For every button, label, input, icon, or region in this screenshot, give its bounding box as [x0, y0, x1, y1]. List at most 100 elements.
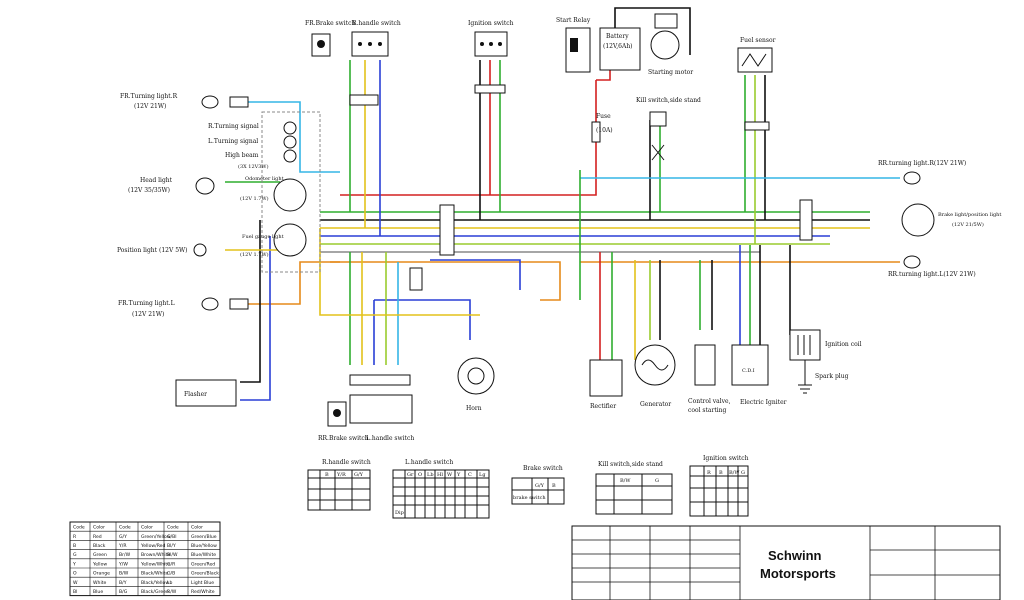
color-code-header: Color: [191, 525, 203, 531]
odometer-spec2: (12V 1.7W): [240, 195, 269, 202]
rear-connector: [799, 199, 813, 241]
color-code-cell: Black/Yellow: [141, 580, 169, 586]
color-code-cell: B/W: [119, 571, 129, 577]
rr-turning-light-r: RR.turning light.R(12V 21W): [878, 160, 966, 185]
color-code-header: Code: [119, 525, 131, 531]
position-light-label: Position light (12V 5W): [117, 247, 188, 254]
turn-connector: [409, 267, 423, 291]
color-code-cell: B/G: [119, 589, 128, 595]
wire-blue-low: [430, 259, 521, 290]
svg-text:B: B: [325, 472, 329, 478]
horn-label: Horn: [466, 405, 482, 412]
ignition-table-title: Ignition switch: [703, 455, 749, 462]
ignition-coil: Ignition coil Spark plug: [789, 329, 862, 394]
fuel-gauge: [273, 223, 307, 257]
l-handle-switch-label: L.handle switch: [366, 435, 414, 442]
brand-line-2: Motorsports: [760, 566, 836, 581]
svg-text:Hl: Hl: [437, 472, 443, 478]
ignition-table: Ignition switch R B B/W G: [689, 455, 749, 517]
color-code-cell: B: [73, 543, 76, 549]
color-code-header: Color: [93, 525, 105, 531]
wire-black-flasher: [240, 220, 261, 383]
brake-position-spec: (12V 21/5W): [952, 221, 984, 228]
brake-position-light-label: Brake light/position light: [938, 212, 1001, 218]
wire-orange-fr-l: [240, 261, 340, 305]
flasher-label: Flasher: [184, 391, 207, 398]
r-handle-switch-top: R.handle switch: [351, 20, 401, 57]
svg-text:B/W: B/W: [729, 470, 740, 476]
color-code-cell: Green/Blue: [191, 534, 217, 540]
color-code-cell: Bl/W: [167, 552, 178, 558]
color-code-cell: Yellow: [92, 561, 107, 567]
svg-text:Lg: Lg: [479, 472, 486, 478]
wire-orange-loop: [330, 261, 561, 301]
fuse-label: Fuse: [596, 113, 611, 120]
color-code-cell: G: [73, 552, 77, 558]
svg-text:brake switch: brake switch: [513, 495, 546, 501]
wire-harness: [225, 60, 900, 401]
r-handle-switch-top-label: R.handle switch: [352, 20, 401, 27]
odometer-light-label: Odometer light: [245, 176, 284, 182]
svg-text:G: G: [655, 478, 659, 484]
kill-switch-top: Kill switch,side stand: [636, 97, 701, 161]
brand-line-1: Schwinn: [768, 548, 822, 563]
color-code-cell: Green/Yellow: [141, 534, 171, 540]
l-handle-connector: [349, 374, 411, 386]
cluster-border: [261, 111, 321, 273]
control-valve: Control valve, cool starting: [688, 344, 731, 414]
color-code-cell: Red: [93, 534, 102, 540]
kill-switch-body: [649, 111, 667, 127]
color-code-cell: R/W: [167, 589, 177, 595]
color-code-cell: Blue/White: [191, 552, 216, 558]
title-block: Schwinn Motorsports: [571, 525, 1001, 600]
color-code-cell: Blue: [93, 589, 103, 595]
starting-motor-label: Starting motor: [648, 69, 693, 76]
svg-text:W: W: [447, 472, 453, 478]
battery-label: Battery: [606, 33, 629, 40]
color-code-cell: Bl: [73, 589, 77, 595]
ignition-switch-top: Ignition switch: [468, 20, 514, 57]
battery-body: [599, 27, 641, 71]
color-code-cell: G/Y: [119, 534, 127, 540]
l-handle-table: L.handle switch Gr O Lb Hl W Y C Lg Dip: [392, 459, 490, 519]
color-code-cell: B/Y: [119, 580, 127, 586]
color-code-cell: White: [93, 580, 107, 586]
ignition-connector: [474, 84, 506, 94]
color-code-cell: Black/White: [141, 571, 169, 577]
fuse-spec: (10A): [596, 127, 613, 134]
fr-turning-light-r-spec: (12V 21W): [134, 103, 166, 110]
fr-turning-light-r-label: FR.Turning light.R: [120, 93, 178, 100]
flasher: Flasher: [175, 379, 237, 407]
color-code-cell: Brown/White: [141, 552, 170, 558]
svg-text:B: B: [552, 483, 556, 489]
rr-brake-switch-label: RR.Brake switch: [318, 435, 369, 442]
odometer-gauge: [273, 178, 307, 212]
fuse: Fuse (10A): [591, 113, 613, 143]
ignition-coil-label: Ignition coil: [825, 341, 862, 348]
color-code-cell: G/R: [167, 561, 176, 567]
svg-text:Y/R: Y/R: [336, 472, 346, 478]
fr-turning-light-l-label: FR.Turning light.L: [118, 300, 175, 307]
color-code-cell: O: [73, 571, 77, 577]
svg-text:G/Y: G/Y: [535, 483, 545, 489]
l-handle-switch: L.handle switch: [349, 394, 414, 442]
switch-icon: [317, 40, 325, 48]
fuel-sensor-label: Fuel sensor: [740, 37, 776, 44]
rr-turning-light-l: RR.turning light.L(12V 21W): [888, 255, 976, 278]
color-code-cell: Bl/Y: [167, 543, 176, 549]
color-code-cell: Black/Green: [141, 589, 169, 595]
color-code-cell: Y/R: [118, 543, 127, 549]
color-code-cell: Green/Black: [191, 571, 219, 577]
color-code-cell: Br/W: [119, 552, 131, 558]
rr-brake-switch: RR.Brake switch: [318, 401, 369, 442]
color-code-cell: Green/Red: [191, 561, 215, 567]
color-code-cell: Yellow/Red: [140, 543, 166, 549]
svg-text:O: O: [418, 472, 422, 478]
fuel-gauge-spec: (12V 1.7W): [240, 251, 269, 258]
color-code-cell: Y/W: [118, 561, 128, 567]
wire-yellow-low: [319, 228, 480, 316]
starting-motor: Starting motor: [648, 13, 693, 76]
bulb-icon: [201, 95, 219, 109]
odometer-spec: (3X 12V3W): [238, 163, 269, 170]
